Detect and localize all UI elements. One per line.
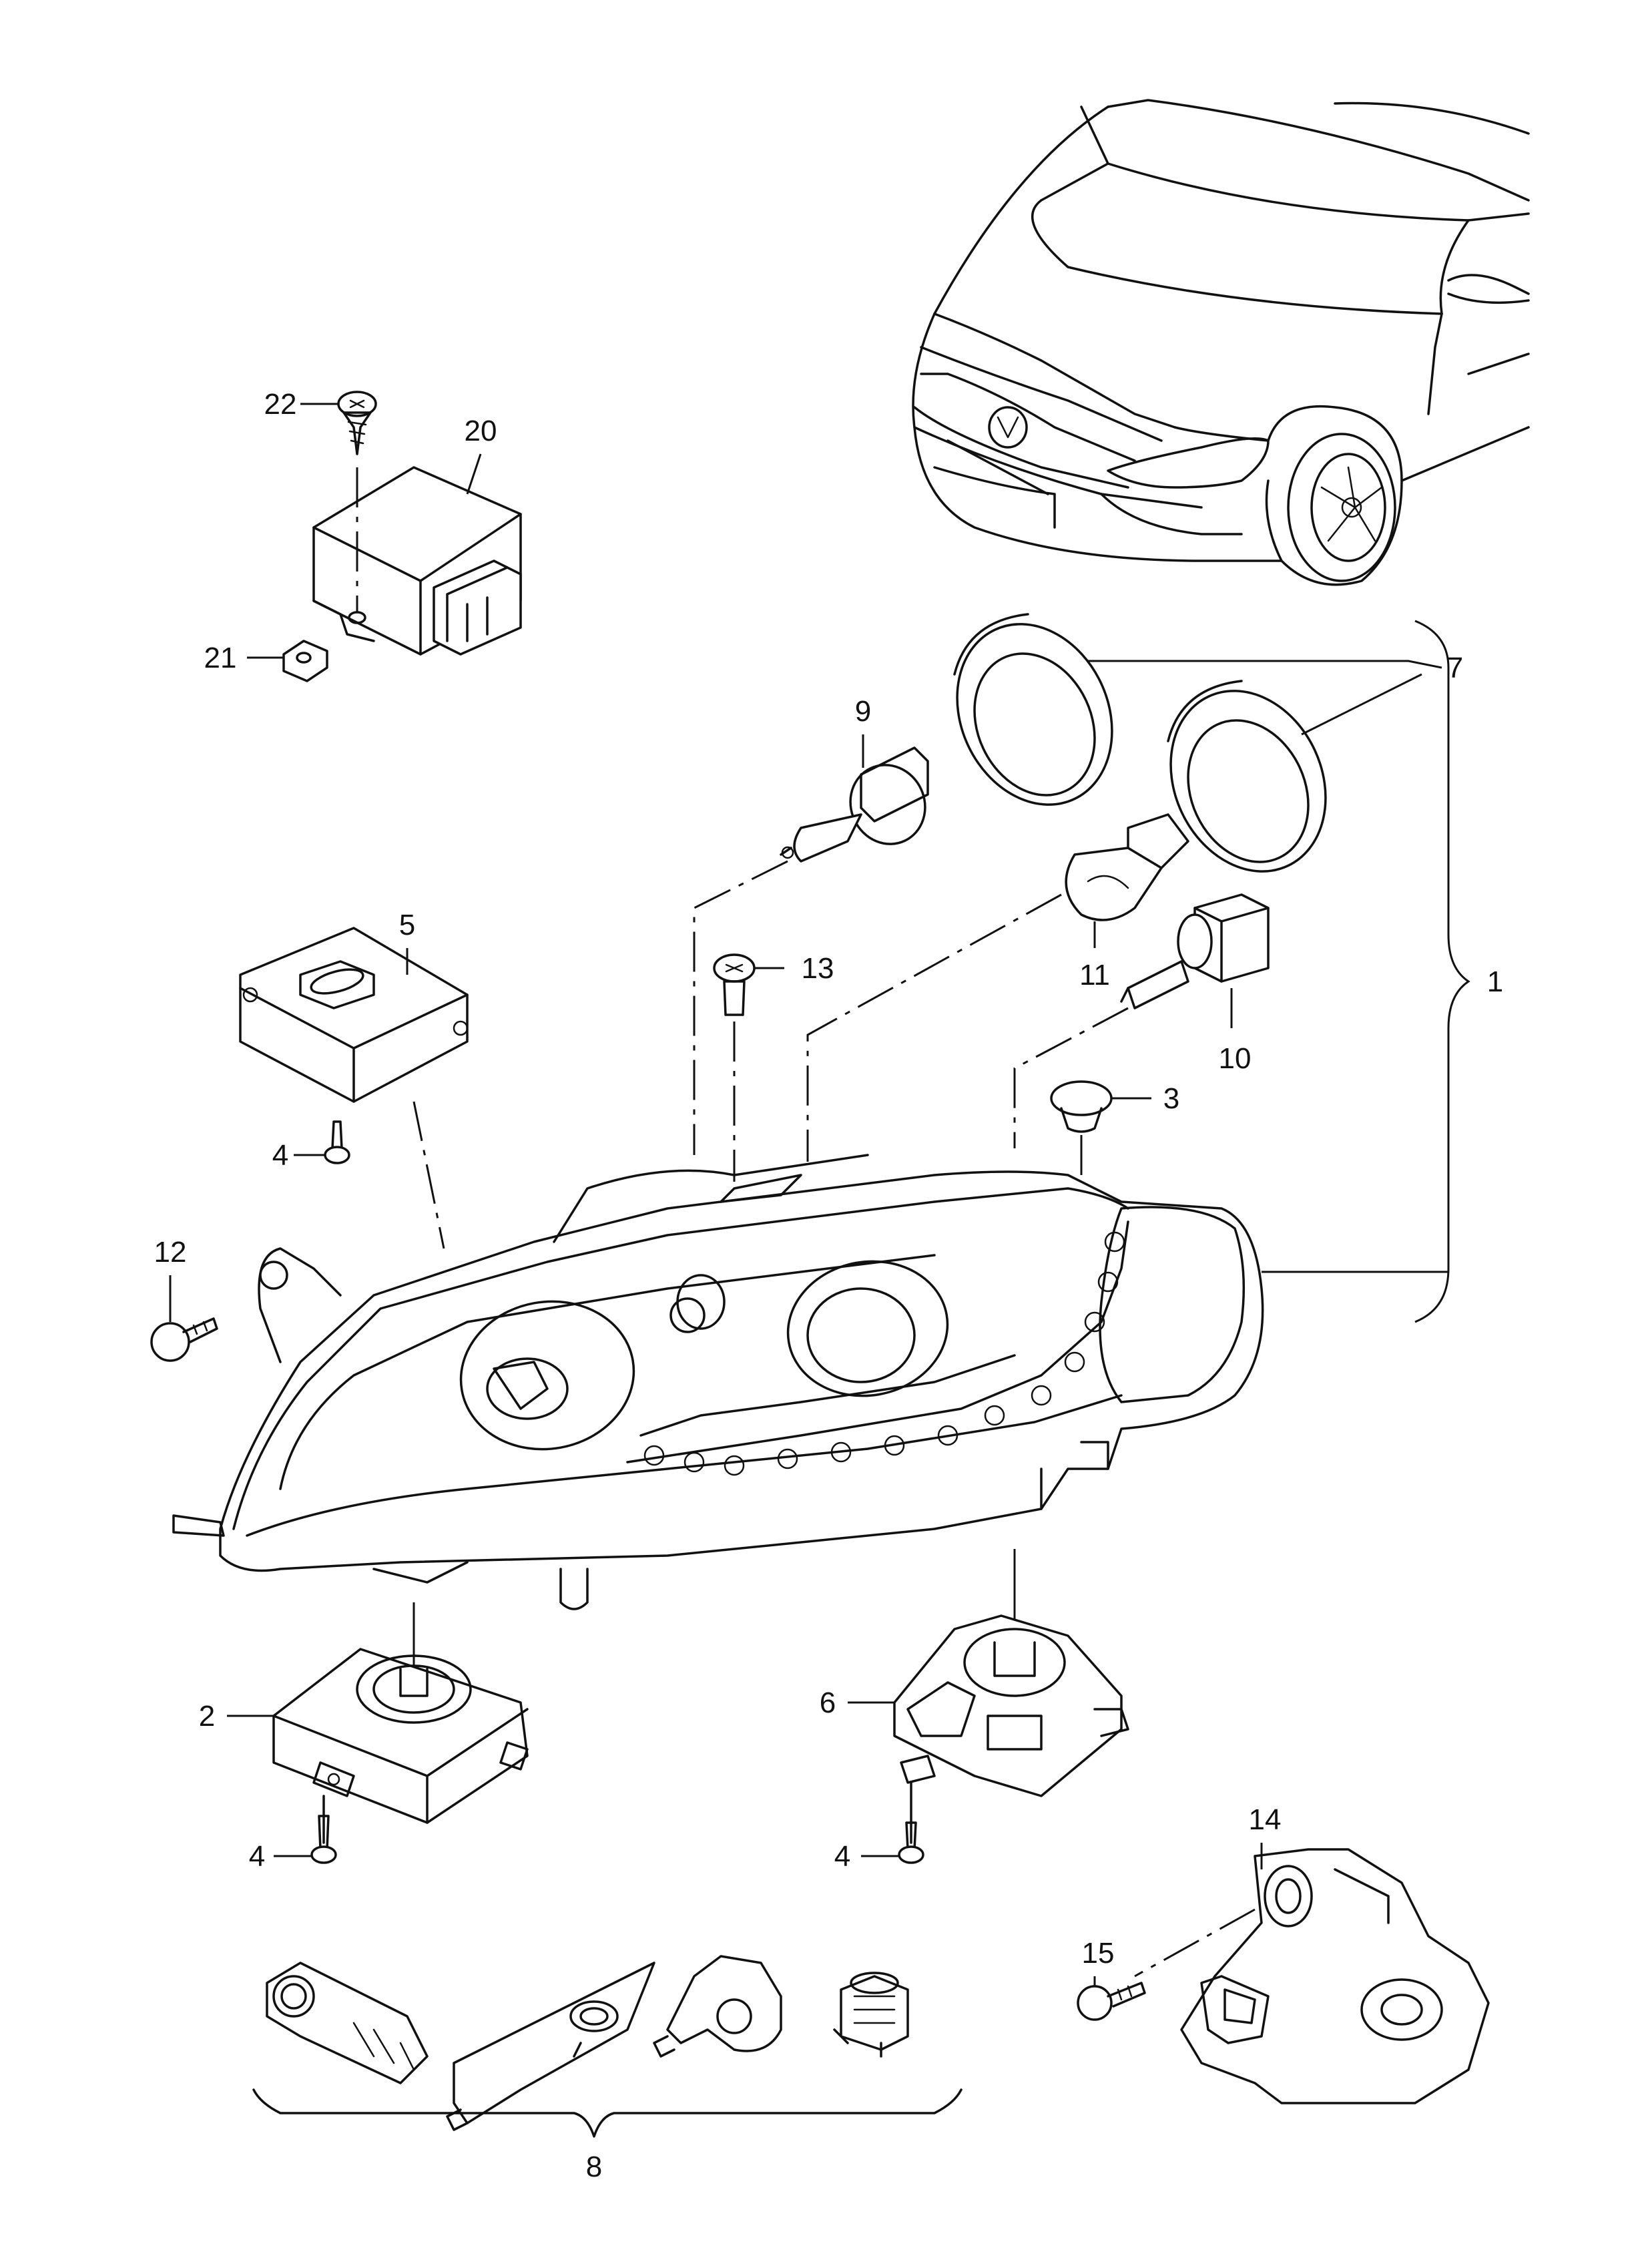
callout-4c: 4 [834, 1840, 850, 1873]
callout-4b: 4 [249, 1840, 265, 1873]
dashline-11 [806, 893, 1062, 1162]
car-front-illustration [912, 99, 1530, 586]
screw-22 [337, 391, 377, 455]
connector-kit-8 [252, 1955, 963, 2138]
callout-21: 21 [204, 642, 237, 674]
callout-6: 6 [820, 1686, 836, 1719]
bracket-14 [1180, 1848, 1490, 2104]
callout-15: 15 [1082, 1937, 1115, 1970]
screw-4b [310, 1795, 337, 1864]
callout-14: 14 [1249, 1803, 1282, 1836]
bolt-12 [150, 1317, 218, 1362]
screw-4a [324, 1120, 350, 1164]
bulb-9 [780, 746, 929, 863]
control-unit-20 [312, 466, 522, 656]
headlight-housing [172, 1154, 1264, 1610]
dashline-15 [1134, 1908, 1256, 1978]
dashline-10 [1013, 1007, 1129, 1148]
callout-13: 13 [802, 952, 834, 985]
leader-7a [1088, 660, 1442, 669]
leader-7b [1301, 673, 1422, 736]
ballast-5 [239, 927, 469, 1103]
callout-5: 5 [399, 909, 415, 941]
callout-2: 2 [199, 1700, 215, 1733]
callout-12: 12 [154, 1236, 187, 1269]
bracket-6 [893, 1614, 1129, 1797]
callout-10: 10 [1219, 1042, 1252, 1075]
callout-11: 11 [1079, 959, 1110, 991]
callout-7: 7 [1447, 652, 1463, 684]
brace-1 [1414, 620, 1470, 1323]
trim-ring-7a [953, 613, 1113, 806]
callout-9: 9 [855, 695, 871, 728]
dashline-5 [413, 1101, 445, 1249]
callout-4a: 4 [272, 1139, 288, 1172]
callout-8: 8 [586, 2150, 602, 2183]
clip-21 [282, 640, 328, 682]
ballast-2 [272, 1648, 529, 1824]
screw-13 [713, 953, 756, 1016]
callout-20: 20 [465, 415, 497, 447]
bulb-10 [1120, 893, 1270, 1009]
leader-20 [466, 453, 482, 495]
callout-1: 1 [1487, 965, 1503, 998]
dashline-9 [693, 860, 788, 1155]
trim-ring-7b [1167, 680, 1327, 873]
screw-4c [898, 1781, 924, 1864]
callout-22: 22 [264, 388, 297, 421]
bulb-11 [1065, 813, 1189, 921]
cap-3 [1050, 1080, 1113, 1133]
callout-3: 3 [1163, 1082, 1179, 1115]
bolt-15 [1077, 1982, 1146, 2021]
